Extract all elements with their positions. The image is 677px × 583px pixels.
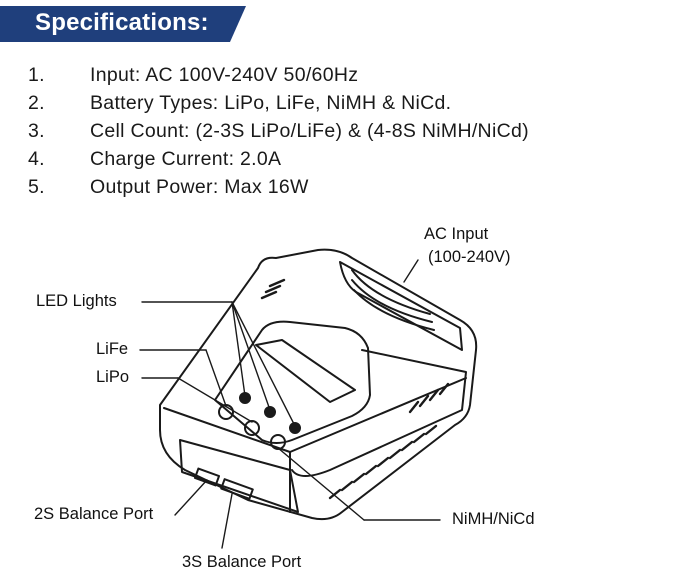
banner-title: Specifications: bbox=[35, 9, 209, 36]
led-status bbox=[289, 422, 301, 434]
ac-input-housing bbox=[339, 261, 463, 351]
spec-text: Battery Types: LiPo, LiFe, NiMH & NiCd. bbox=[90, 91, 452, 114]
spec-number: 3. bbox=[28, 119, 45, 142]
label-ac-input: AC Input bbox=[424, 225, 489, 243]
top-panel bbox=[214, 320, 371, 444]
led-status bbox=[264, 406, 276, 418]
label-ac-range: (100-240V) bbox=[428, 248, 511, 266]
spec-text: Cell Count: (2-3S LiPo/LiFe) & (4-8S NiM… bbox=[90, 119, 529, 142]
led-lipo bbox=[244, 420, 260, 436]
label-lipo: LiPo bbox=[96, 368, 130, 386]
left-vents bbox=[260, 278, 286, 300]
charger-body-outline bbox=[159, 248, 478, 521]
spec-number: 2. bbox=[28, 91, 45, 114]
label-3s-balance-port: 3S Balance Port bbox=[182, 553, 302, 571]
side-vents bbox=[328, 382, 450, 500]
spec-number: 4. bbox=[28, 147, 45, 170]
spec-item: 5. Output Power: Max 16W bbox=[28, 173, 529, 201]
spec-number: 1. bbox=[28, 63, 45, 86]
label-nimh-nicd: NiMH/NiCd bbox=[452, 510, 535, 528]
label-led-lights: LED Lights bbox=[36, 292, 117, 310]
label-recess bbox=[255, 339, 356, 403]
spec-list: 1. Input: AC 100V-240V 50/60Hz 2. Batter… bbox=[28, 61, 529, 201]
vent-arc bbox=[351, 279, 433, 323]
balance-port-3s bbox=[220, 478, 254, 500]
spec-text: Charge Current: 2.0A bbox=[90, 147, 282, 170]
spec-item: 3. Cell Count: (2-3S LiPo/LiFe) & (4-8S … bbox=[28, 117, 529, 145]
specifications-banner: Specifications: bbox=[0, 6, 246, 42]
banner-background bbox=[0, 6, 246, 42]
spec-item: 2. Battery Types: LiPo, LiFe, NiMH & NiC… bbox=[28, 89, 529, 117]
spec-item: 4. Charge Current: 2.0A bbox=[28, 145, 529, 173]
spec-number: 5. bbox=[28, 175, 45, 198]
label-2s-balance-port: 2S Balance Port bbox=[34, 505, 154, 523]
spec-text: Output Power: Max 16W bbox=[90, 175, 309, 198]
label-life: LiFe bbox=[96, 340, 129, 358]
spec-item: 1. Input: AC 100V-240V 50/60Hz bbox=[28, 61, 529, 89]
spec-text: Input: AC 100V-240V 50/60Hz bbox=[90, 63, 359, 86]
vent-arc bbox=[351, 269, 431, 315]
front-face bbox=[179, 439, 299, 513]
front-ridge bbox=[163, 377, 467, 453]
vent-arc bbox=[353, 289, 435, 331]
side-panel bbox=[291, 349, 467, 477]
callout-lines bbox=[139, 259, 441, 549]
led-nimh bbox=[270, 434, 286, 450]
